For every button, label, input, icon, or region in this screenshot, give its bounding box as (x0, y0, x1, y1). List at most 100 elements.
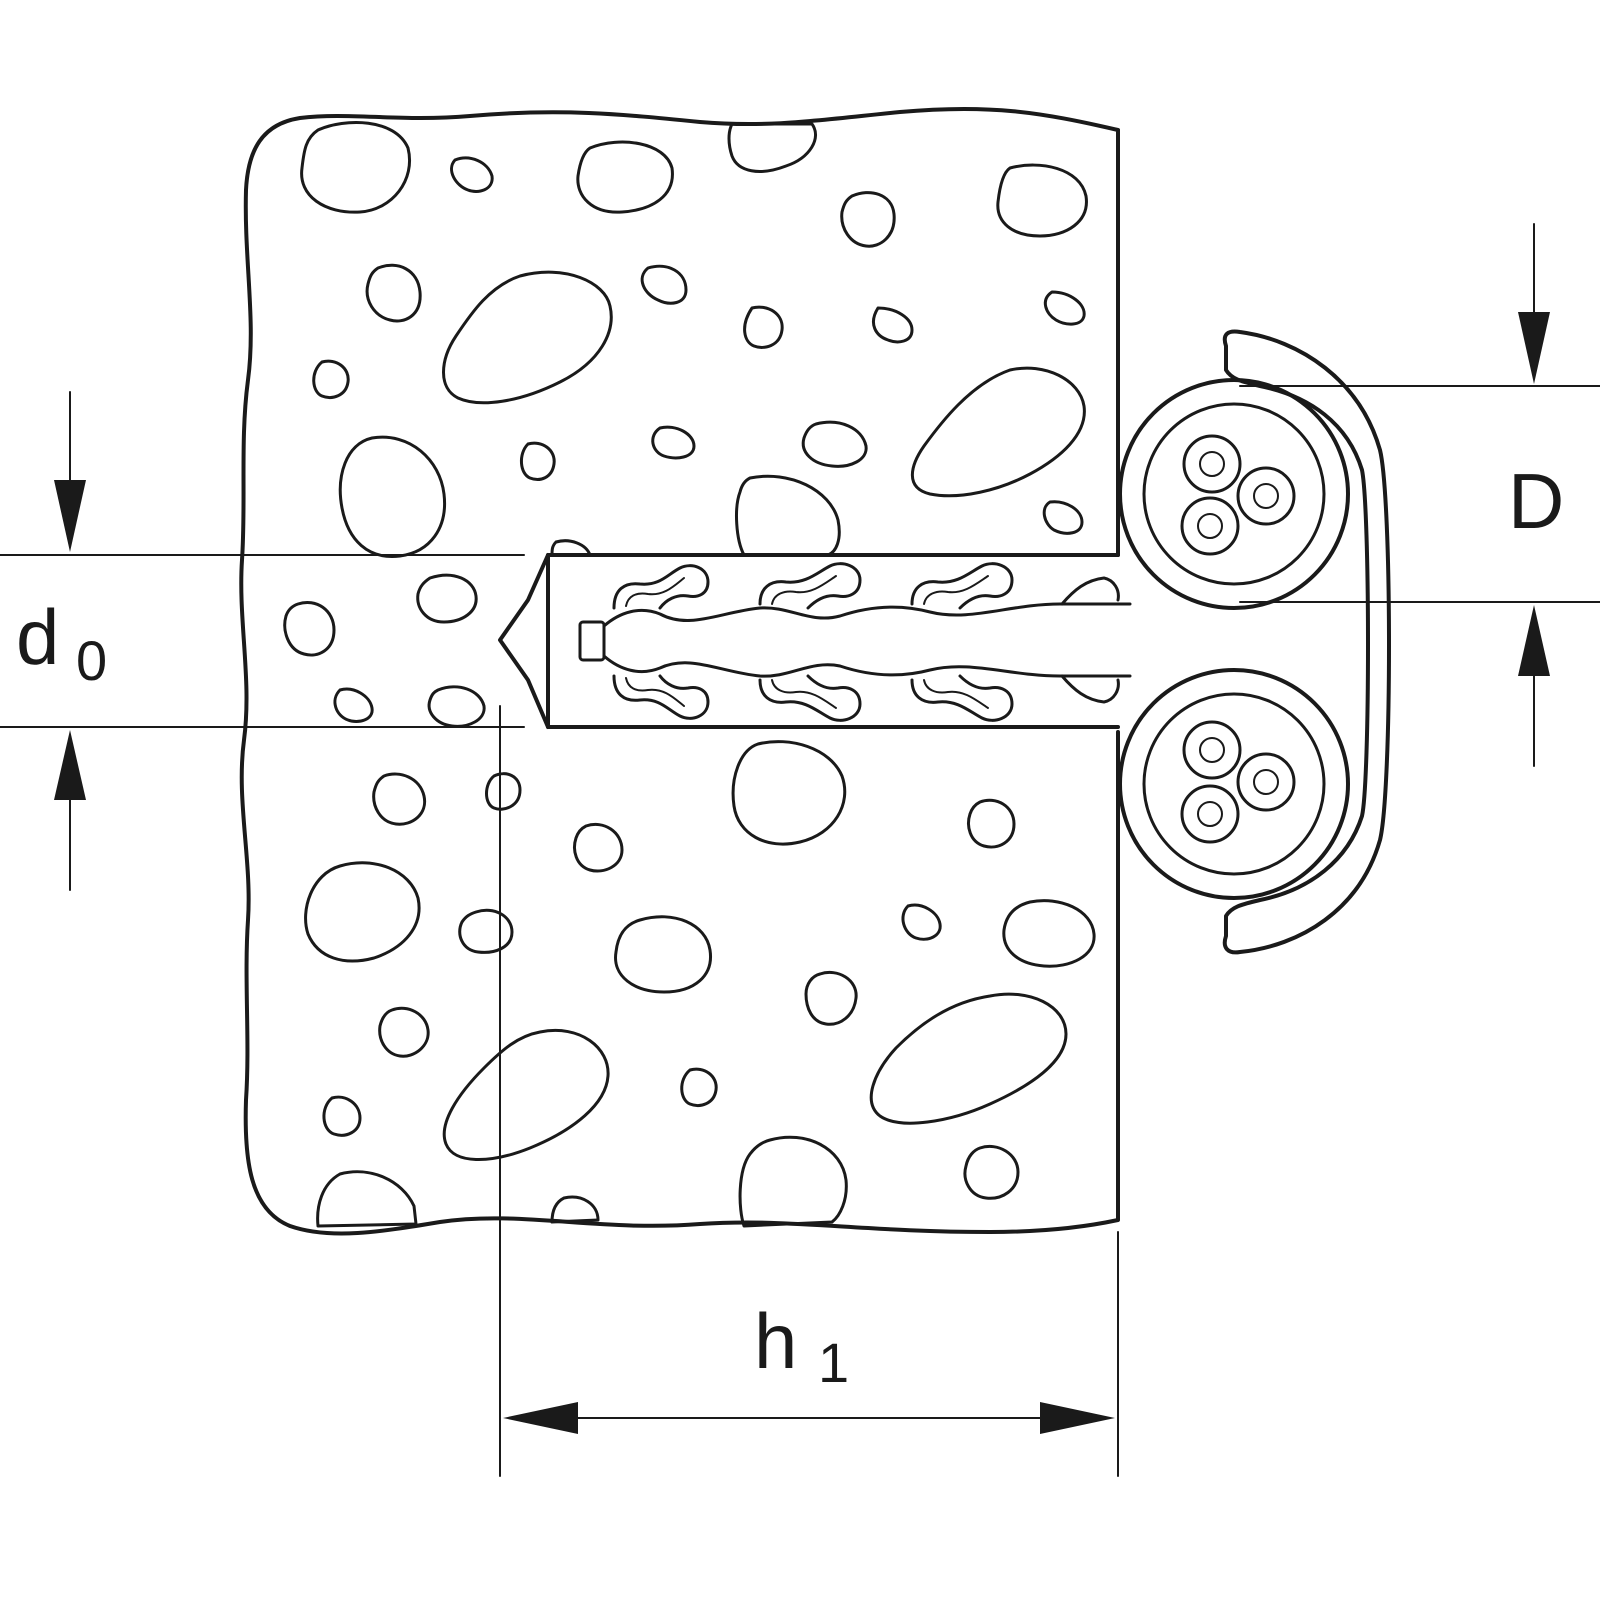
tooth-inner (771, 575, 837, 605)
stone (727, 122, 818, 173)
anchor-teeth-upper (612, 562, 1014, 610)
stone (458, 908, 514, 954)
conductor (1180, 496, 1240, 556)
conductor-core (1253, 769, 1279, 795)
d0-arrow-bottom (54, 730, 86, 800)
stone (804, 971, 858, 1026)
D-arrow-top (1518, 312, 1550, 384)
anchor-body (546, 553, 1120, 729)
stone (304, 861, 421, 963)
d0-arrow-top (54, 480, 86, 552)
conductor-core (1197, 801, 1223, 827)
stone (872, 306, 914, 344)
stone (614, 915, 712, 994)
dimension-D: D (1239, 223, 1600, 767)
stone (967, 798, 1016, 849)
conductor (1182, 720, 1242, 780)
D-label: D (1508, 457, 1564, 545)
stone (1043, 290, 1086, 326)
stone (427, 685, 486, 728)
anchor-slot-end (578, 620, 606, 662)
stone (573, 823, 624, 873)
stone (300, 121, 411, 214)
cable-clip (1118, 329, 1391, 955)
D-arrow-bottom (1518, 605, 1550, 676)
dimension-d0: d 0 (0, 391, 525, 891)
tooth (612, 564, 710, 610)
anchor-collar (1060, 576, 1120, 704)
tooth (910, 562, 1014, 610)
tooth-inner (625, 577, 685, 607)
stone (365, 263, 422, 323)
stone (283, 601, 336, 657)
stone (738, 1135, 848, 1228)
h1-label-subscript: 1 (818, 1331, 849, 1394)
stone (731, 740, 847, 846)
stone (442, 270, 613, 405)
conductor (1236, 752, 1296, 812)
concrete-outline (239, 106, 1120, 1236)
cable-upper-conductors (1180, 434, 1296, 556)
stone (550, 539, 592, 557)
conductor (1182, 434, 1242, 494)
stone (372, 772, 427, 826)
tooth-inner (771, 679, 837, 709)
stone (911, 366, 1086, 498)
tooth-inner (923, 679, 989, 709)
conductor-core (1199, 737, 1225, 763)
stone (869, 992, 1068, 1125)
cable-upper-sheath (1118, 378, 1350, 610)
stone (801, 420, 868, 468)
h1-label: h (754, 1297, 797, 1385)
clip-band-outer (1222, 329, 1391, 955)
anchor-teeth-lower (612, 674, 1014, 722)
stone (416, 573, 478, 624)
cable-upper-inner (1142, 402, 1326, 586)
stone (735, 474, 841, 557)
dimension-h1: h 1 (499, 705, 1119, 1477)
stone (316, 1170, 418, 1228)
h1-arrow-left (503, 1402, 578, 1434)
stone (640, 264, 688, 305)
anchor-center-channel (602, 602, 1132, 678)
cable-lower-sheath (1118, 668, 1350, 900)
d0-label-subscript: 0 (76, 629, 107, 692)
concrete-block (239, 106, 1120, 1236)
aggregate-stones (283, 121, 1096, 1228)
stone (1002, 899, 1096, 968)
conductor-core (1197, 513, 1223, 539)
stone (743, 305, 784, 349)
stone (901, 903, 942, 941)
stone (312, 359, 350, 399)
stone (322, 1095, 362, 1137)
stone (520, 441, 556, 481)
tooth-inner (625, 677, 685, 707)
stone (963, 1145, 1020, 1200)
conductor-core (1253, 483, 1279, 509)
tooth (758, 674, 862, 722)
stone (576, 140, 674, 214)
stone (680, 1067, 718, 1107)
stone (996, 163, 1088, 238)
d0-label: d (16, 593, 59, 681)
stone (1042, 500, 1084, 535)
tooth (910, 674, 1014, 722)
stone (550, 1195, 600, 1224)
tooth (758, 562, 862, 610)
stone (450, 156, 494, 193)
conductor-core (1199, 451, 1225, 477)
tooth (612, 674, 710, 720)
cable-lower-conductors (1180, 720, 1296, 844)
tooth-inner (923, 575, 989, 605)
anchor-plug (498, 553, 1132, 729)
conductor (1236, 466, 1296, 526)
stone (378, 1006, 430, 1058)
conductor (1180, 784, 1240, 844)
cable-lower-inner (1142, 692, 1326, 876)
stone (333, 687, 374, 723)
stone (485, 772, 522, 811)
stone (840, 191, 896, 248)
h1-arrow-right (1040, 1402, 1115, 1434)
